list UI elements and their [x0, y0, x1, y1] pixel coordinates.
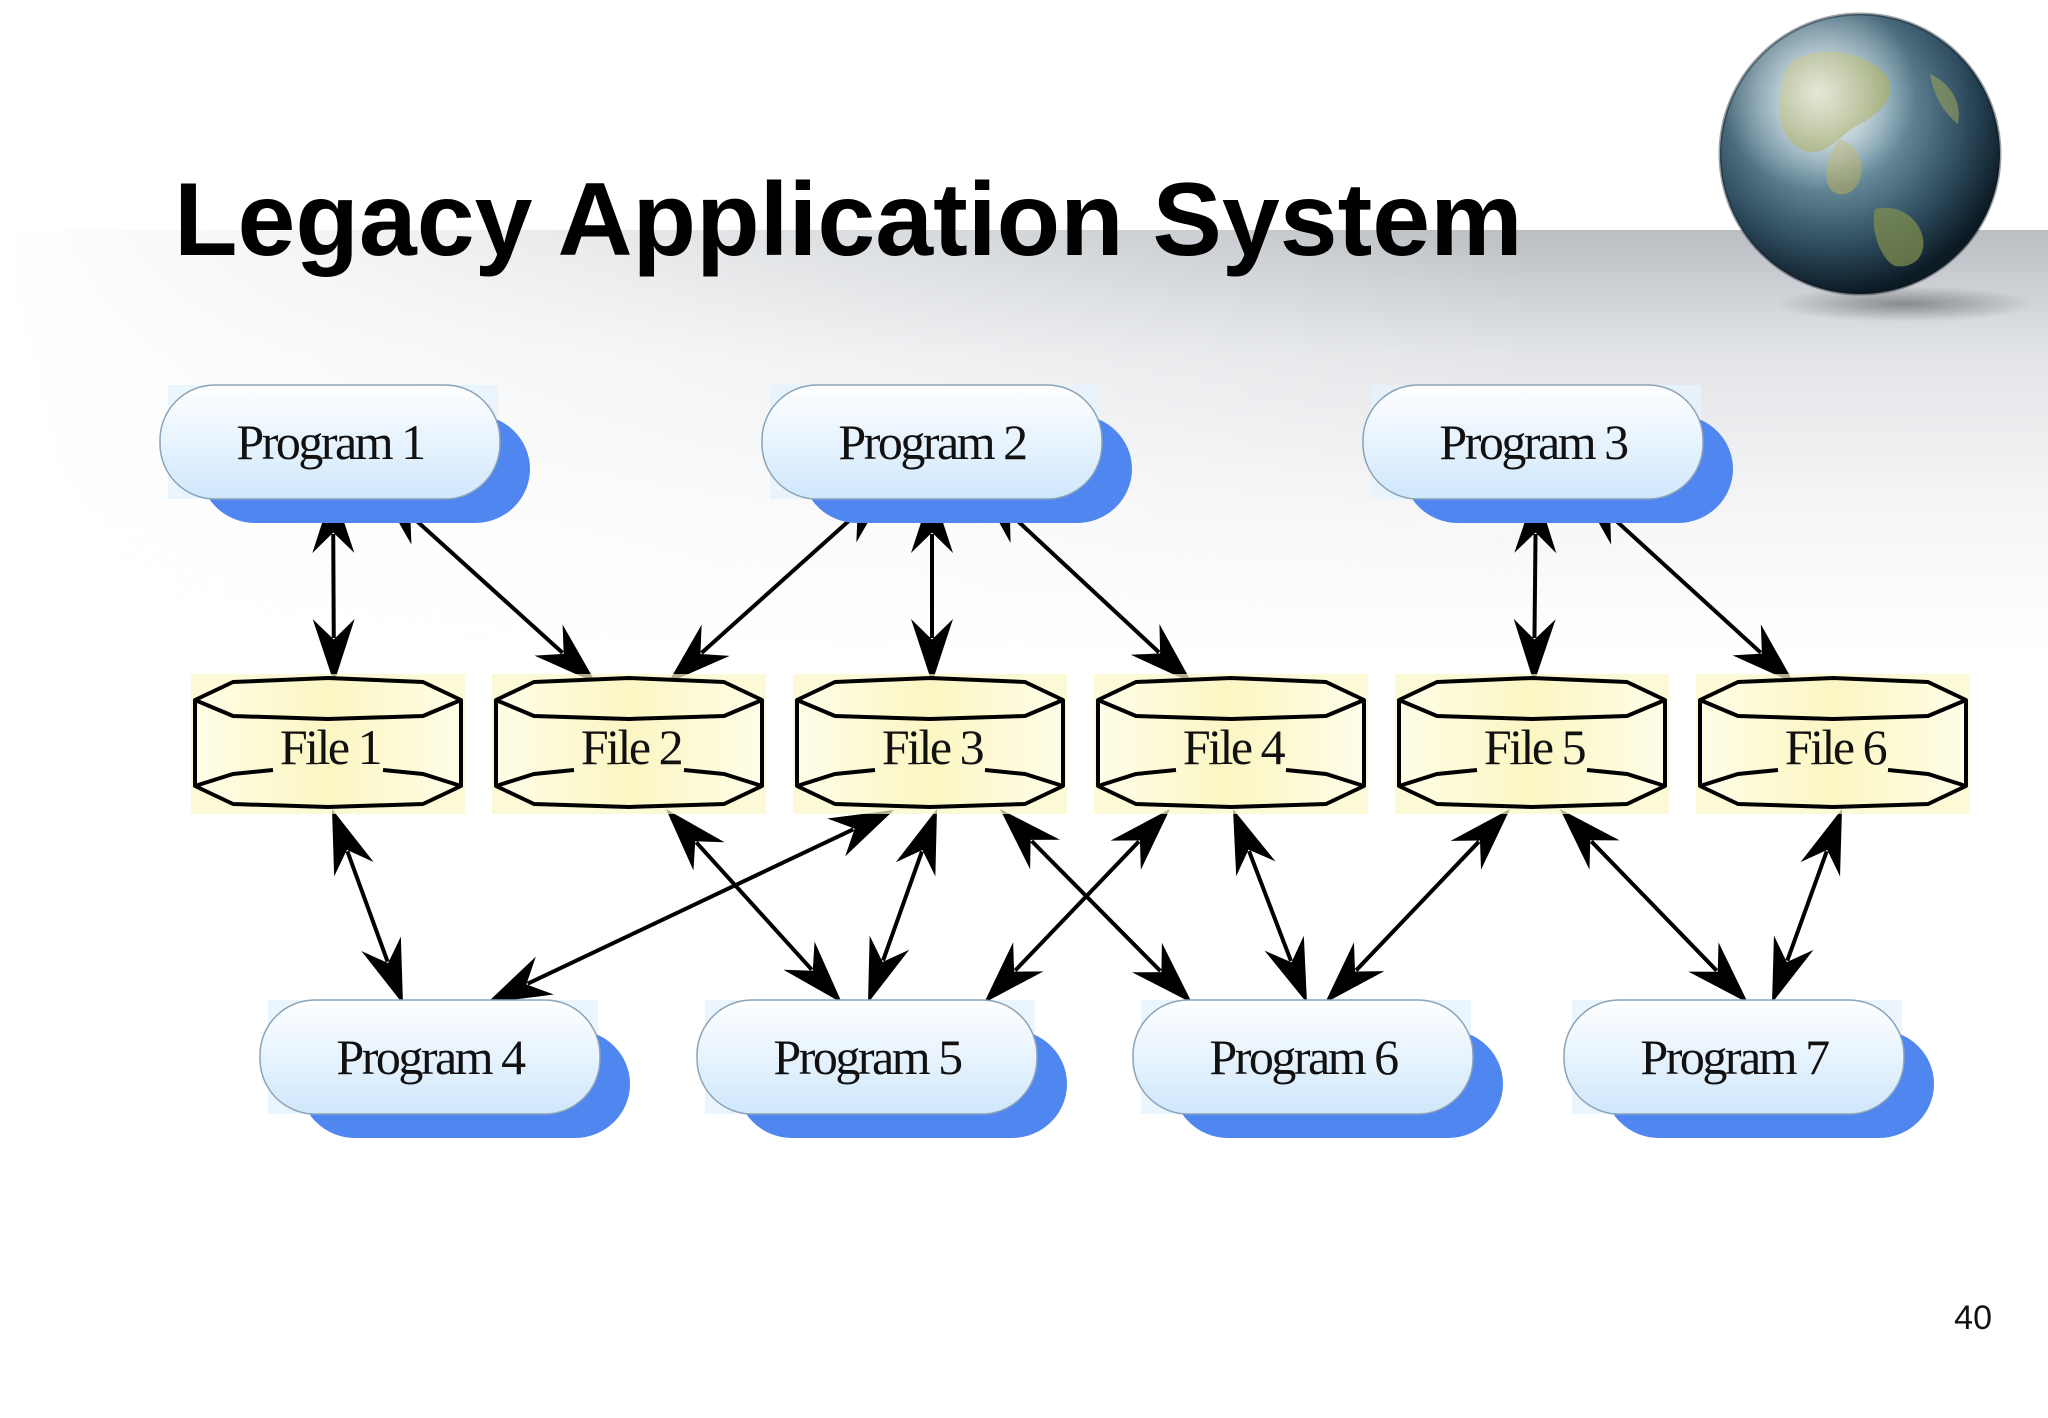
- file-node-5: File 5: [1395, 674, 1669, 814]
- file-node-1: File 1: [191, 674, 465, 814]
- program-label-4: Program 4: [336, 1029, 526, 1085]
- nodes-layer: Program 1 Program 2 Program 3 Program 4 Prog…: [159, 384, 1970, 1138]
- arrow-f3-p6: [1000, 809, 1192, 1003]
- file-node-2: File 2: [492, 674, 766, 814]
- file-label-5: File 5: [1484, 719, 1586, 775]
- arrow-f2-p5: [666, 809, 842, 1003]
- program-node-2: Program 2: [761, 384, 1132, 523]
- arrow-f6-p7: [1772, 809, 1842, 1003]
- arrow-f3-p4: [487, 810, 894, 1003]
- file-label-4: File 4: [1183, 719, 1286, 775]
- program-node-3: Program 3: [1362, 384, 1733, 523]
- file-node-4: File 4: [1094, 674, 1368, 814]
- slide-title: Legacy Application System: [174, 162, 1523, 278]
- file-node-6: File 6: [1696, 674, 1970, 814]
- program-label-1: Program 1: [236, 414, 423, 470]
- program-node-7: Program 7: [1563, 999, 1934, 1138]
- file-label-6: File 6: [1785, 719, 1887, 775]
- program-node-1: Program 1: [159, 384, 530, 523]
- program-label-6: Program 6: [1209, 1029, 1398, 1085]
- arrow-f4-p6: [1233, 809, 1307, 1003]
- arrow-f3-p5: [868, 809, 937, 1003]
- arrow-f5-p7: [1560, 809, 1748, 1003]
- file-label-1: File 1: [280, 719, 380, 775]
- arrow-f4-p5: [984, 809, 1170, 1003]
- globe-image: [1718, 12, 2035, 322]
- program-node-5: Program 5: [696, 999, 1067, 1138]
- file-label-3: File 3: [882, 719, 984, 775]
- file-node-3: File 3: [793, 674, 1067, 814]
- program-label-5: Program 5: [773, 1029, 962, 1085]
- page-number: 40: [1954, 1299, 1992, 1337]
- arrow-f5-p6: [1325, 809, 1510, 1003]
- arrow-f1-p4: [332, 809, 403, 1004]
- program-node-4: Program 4: [259, 999, 630, 1138]
- program-node-6: Program 6: [1132, 999, 1503, 1138]
- program-label-2: Program 2: [838, 414, 1026, 470]
- program-label-3: Program 3: [1439, 414, 1628, 470]
- program-label-7: Program 7: [1640, 1029, 1829, 1085]
- file-label-2: File 2: [581, 719, 682, 775]
